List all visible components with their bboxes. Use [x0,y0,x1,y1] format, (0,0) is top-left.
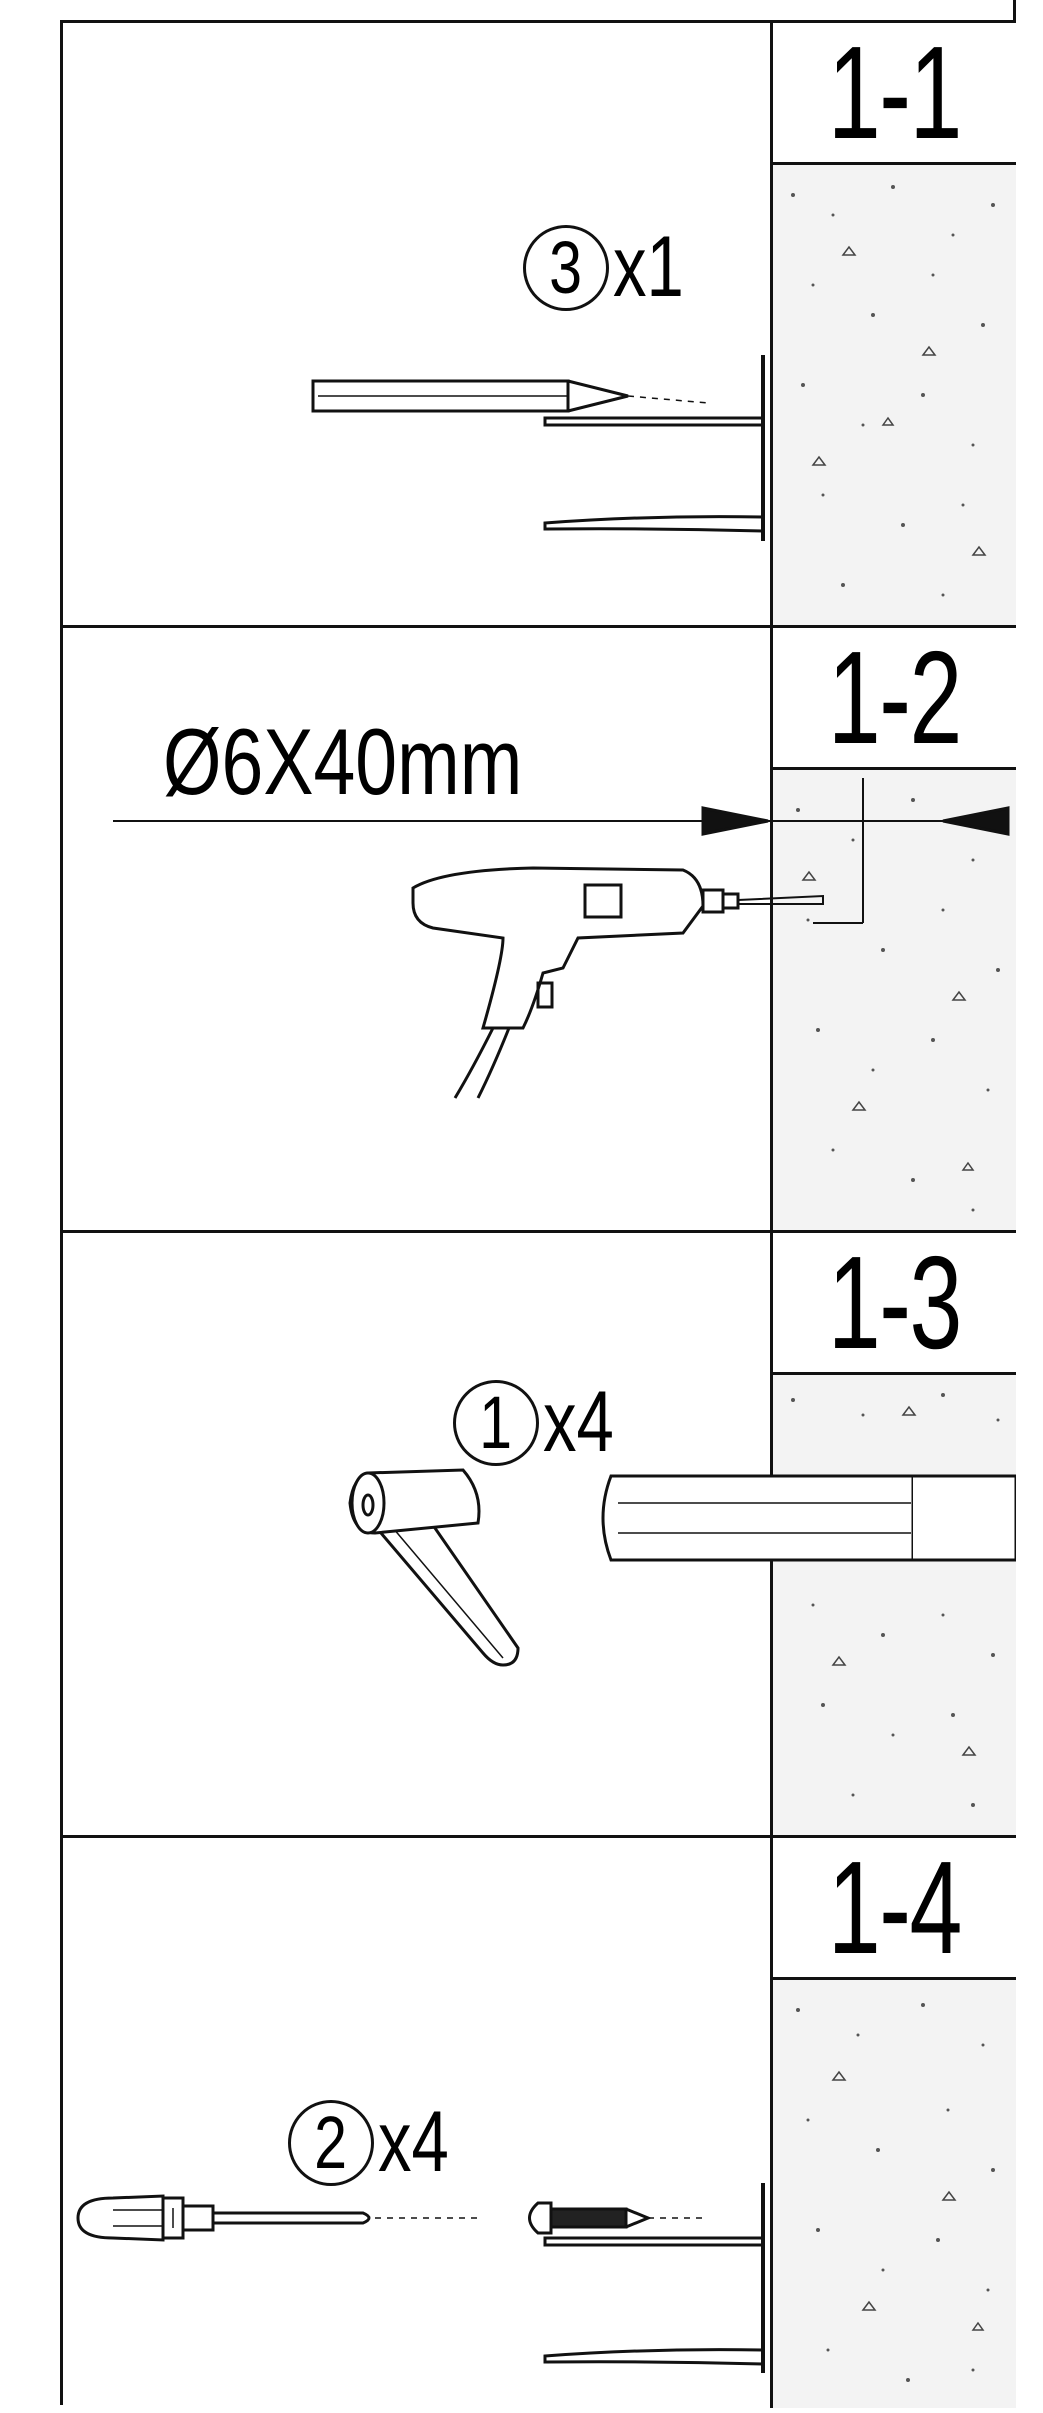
part-number: 2 [314,2101,348,2184]
drill-dimension: Ø6X40mm [163,709,523,814]
part-quantity: 2 x4 [288,2093,469,2192]
step-panel-1-3: 1-3 1 x4 [60,1230,1016,1838]
wall-section [770,770,1016,1233]
quantity-multiplier: x1 [613,219,684,315]
step-panel-1-1: 1-1 3 x1 [60,20,1016,628]
pencil-bracket-illustration [311,355,765,541]
part-number: 3 [549,226,583,309]
step-label: 1-4 [827,1833,962,1981]
wall-section [770,1375,1016,1838]
hammer-icon [348,1468,520,1667]
drill-illustration [113,778,1010,1099]
part-quantity: 1 x4 [453,1373,634,1472]
step-label: 1-3 [827,1228,962,1376]
quantity-multiplier: x4 [378,2094,449,2190]
anchor-hammer-illustration [348,1468,1016,1667]
screw-icon [528,2201,703,2235]
step-label-box: 1-4 [770,1838,1016,1980]
wall-section [770,165,1016,628]
step-label-box: 1-2 [770,628,1016,770]
screwdriver-icon [76,2194,483,2242]
wall-texture [791,185,995,597]
step-panel-1-4: 1-4 2 x4 [60,1835,1016,2408]
wall-section [770,1980,1016,2408]
screwdriver-screw-illustration [76,2183,765,2373]
part-quantity: 3 x1 [523,218,704,317]
wall-anchor-icon [601,1474,1016,1562]
wall-texture [796,2003,995,2382]
part-number-circle: 1 [453,1379,539,1466]
step-label: 1-2 [827,623,962,771]
quantity-multiplier: x4 [543,1374,614,1470]
step-label-box: 1-1 [770,23,1016,165]
wall-texture [796,798,1000,1212]
drill-icon [411,866,824,1099]
part-number-circle: 3 [523,224,609,311]
wall-texture [791,1393,1000,1807]
part-number-circle: 2 [288,2099,374,2186]
step-label: 1-1 [827,18,962,166]
part-number: 1 [479,1381,513,1464]
step-panel-1-2: 1-2 Ø6X40mm [60,625,1016,1233]
step-label-box: 1-3 [770,1233,1016,1375]
bracket-icon [543,2183,765,2373]
